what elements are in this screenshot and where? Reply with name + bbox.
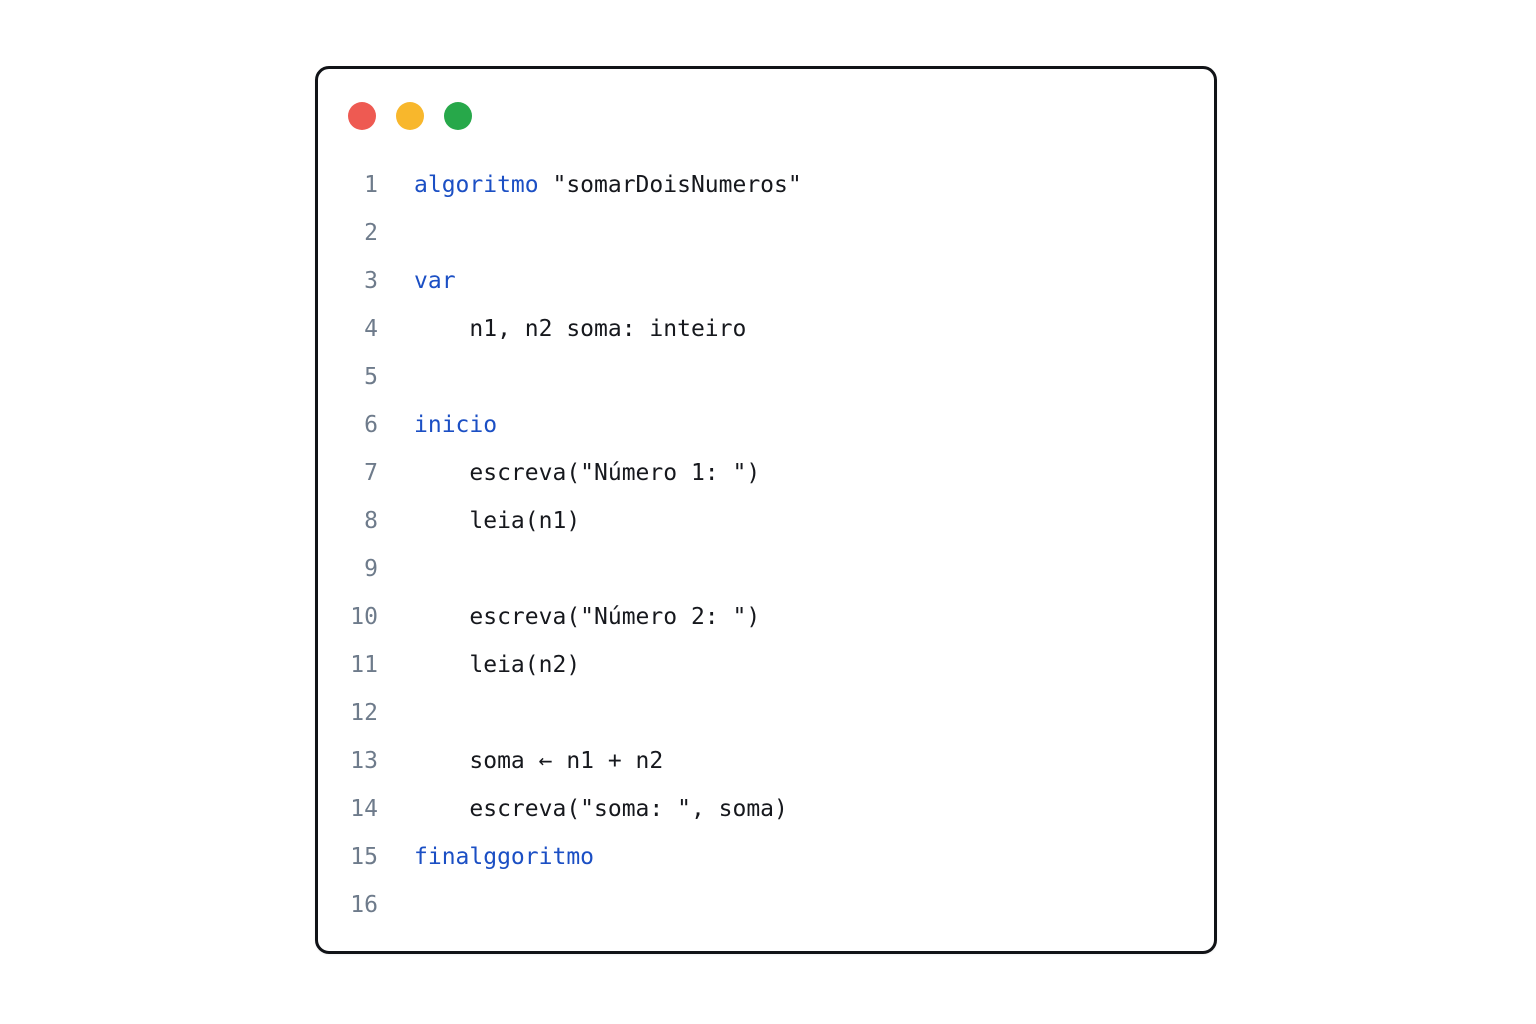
code-line: 5 bbox=[318, 353, 1214, 401]
line-number: 6 bbox=[364, 412, 378, 438]
code-token: leia(n2) bbox=[469, 652, 581, 678]
code-line: 11 leia(n2) bbox=[318, 641, 1214, 689]
code-text: n1, n2 soma: inteiro bbox=[414, 316, 746, 342]
code-text: leia(n2) bbox=[414, 652, 580, 678]
line-number: 8 bbox=[364, 508, 378, 534]
line-number: 11 bbox=[350, 652, 378, 678]
indent bbox=[414, 796, 469, 822]
keyword-token: algoritmo bbox=[414, 172, 539, 198]
line-number: 1 bbox=[364, 172, 378, 198]
code-line: 4 n1, n2 soma: inteiro bbox=[318, 305, 1214, 353]
line-number: 12 bbox=[350, 700, 378, 726]
line-number: 10 bbox=[350, 604, 378, 630]
maximize-button[interactable] bbox=[444, 102, 472, 130]
code-editor[interactable]: 1 algoritmo "somarDoisNumeros" 2 3 var 4 n1, … bbox=[318, 161, 1214, 929]
code-line: 12 bbox=[318, 689, 1214, 737]
code-line: 1 algoritmo "somarDoisNumeros" bbox=[318, 161, 1214, 209]
code-text: escreva("Número 1: ") bbox=[414, 460, 760, 486]
line-number: 9 bbox=[364, 556, 378, 582]
indent bbox=[414, 604, 469, 630]
code-text: finalggoritmo bbox=[414, 844, 594, 870]
code-token: n1, n2 soma: inteiro bbox=[469, 316, 747, 342]
code-token: escreva("soma: ", soma) bbox=[469, 796, 788, 822]
code-token: escreva("Número 2: ") bbox=[469, 604, 761, 630]
line-number: 4 bbox=[364, 316, 378, 342]
close-button[interactable] bbox=[348, 102, 376, 130]
code-text: escreva("Número 2: ") bbox=[414, 604, 760, 630]
code-token: escreva("Número 1: ") bbox=[469, 460, 761, 486]
code-line: 15 finalggoritmo bbox=[318, 833, 1214, 881]
window-controls bbox=[348, 102, 472, 130]
keyword-token: var bbox=[414, 268, 456, 294]
line-number: 2 bbox=[364, 220, 378, 246]
line-number: 13 bbox=[350, 748, 378, 774]
indent bbox=[414, 316, 469, 342]
minimize-button[interactable] bbox=[396, 102, 424, 130]
code-line: 6 inicio bbox=[318, 401, 1214, 449]
indent bbox=[414, 748, 469, 774]
code-window: 1 algoritmo "somarDoisNumeros" 2 3 var 4 n1, … bbox=[315, 66, 1217, 954]
code-text: soma ← n1 + n2 bbox=[414, 748, 663, 774]
code-text: algoritmo "somarDoisNumeros" bbox=[414, 172, 802, 198]
code-line: 14 escreva("soma: ", soma) bbox=[318, 785, 1214, 833]
code-token: "somarDoisNumeros" bbox=[538, 172, 802, 198]
code-token: leia(n1) bbox=[469, 508, 581, 534]
code-line: 13 soma ← n1 + n2 bbox=[318, 737, 1214, 785]
indent bbox=[414, 652, 469, 678]
line-number: 16 bbox=[350, 892, 378, 918]
code-text: leia(n1) bbox=[414, 508, 580, 534]
line-number: 15 bbox=[350, 844, 378, 870]
code-text: var bbox=[414, 268, 456, 294]
line-number: 3 bbox=[364, 268, 378, 294]
code-line: 9 bbox=[318, 545, 1214, 593]
line-number: 14 bbox=[350, 796, 378, 822]
line-number: 5 bbox=[364, 364, 378, 390]
indent bbox=[414, 460, 469, 486]
keyword-token: finalggoritmo bbox=[414, 844, 595, 870]
code-line: 7 escreva("Número 1: ") bbox=[318, 449, 1214, 497]
code-line: 2 bbox=[318, 209, 1214, 257]
code-line: 8 leia(n1) bbox=[318, 497, 1214, 545]
code-token: soma ← n1 + n2 bbox=[469, 748, 664, 774]
line-number: 7 bbox=[364, 460, 378, 486]
code-text: inicio bbox=[414, 412, 497, 438]
indent bbox=[414, 508, 469, 534]
code-text: escreva("soma: ", soma) bbox=[414, 796, 788, 822]
code-line: 16 bbox=[318, 881, 1214, 929]
code-line: 3 var bbox=[318, 257, 1214, 305]
keyword-token: inicio bbox=[414, 412, 498, 438]
code-line: 10 escreva("Número 2: ") bbox=[318, 593, 1214, 641]
